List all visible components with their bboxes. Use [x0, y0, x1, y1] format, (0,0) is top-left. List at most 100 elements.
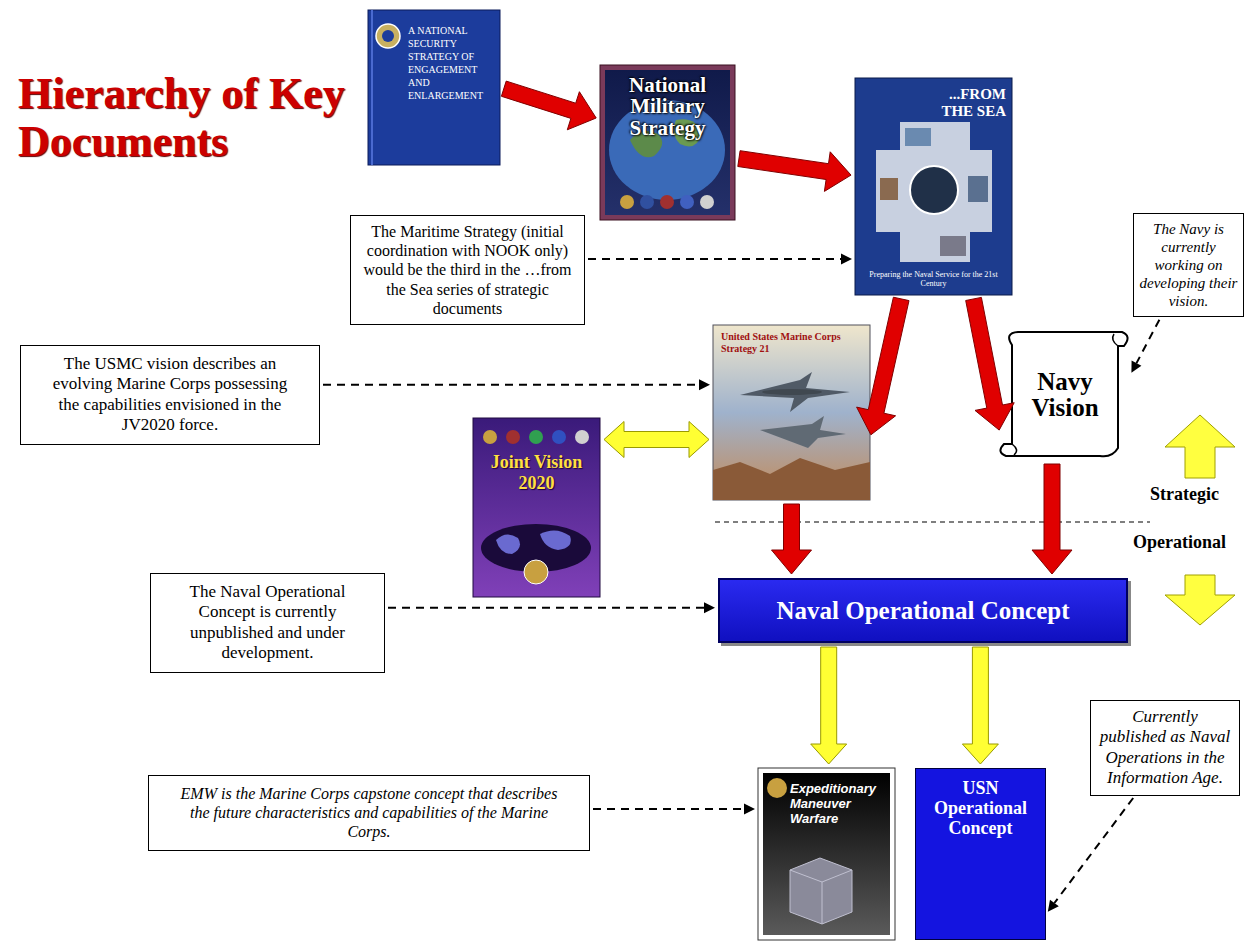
jv-cover: [473, 418, 600, 597]
dashed-line: [323, 384, 699, 386]
nss-seal-center: [382, 30, 394, 42]
document-cover: Expeditionary Maneuver Warfare: [758, 768, 895, 940]
down-arrow: [1165, 575, 1235, 625]
node-text: USN Operational Concept: [920, 779, 1041, 838]
usmc-terrain: [713, 458, 870, 500]
jv-seal: [524, 560, 548, 584]
flow-arrow: [857, 297, 909, 435]
nss-seal: [376, 24, 400, 48]
flow-arrow: [962, 647, 998, 764]
document-cover: Joint Vision 2020: [473, 418, 600, 597]
red-arrow: [1032, 464, 1072, 574]
nms-emblem: [660, 195, 674, 209]
aircraft: [740, 372, 850, 412]
node-text: Naval Operational Concept: [776, 597, 1069, 625]
yellow-arrow: [604, 422, 709, 458]
pointer-arrow: [1048, 798, 1133, 912]
usmc-cover: [713, 325, 870, 500]
aircraft: [760, 416, 846, 448]
flow-arrow: [966, 297, 1015, 430]
note-box: The Maritime Strategy (initial coordinat…: [350, 215, 585, 325]
nms-emblem: [620, 195, 634, 209]
level-divider: [715, 521, 1150, 522]
emw-emblem: [767, 778, 787, 798]
arrow-head: [704, 602, 715, 613]
node-text: Navy Vision: [1014, 369, 1116, 422]
emw-frame: [758, 768, 895, 940]
red-arrow: [501, 81, 596, 130]
flow-arrow: [1032, 464, 1072, 574]
emw-panel: [763, 773, 890, 935]
pointer-arrow: [1131, 320, 1159, 373]
flow-arrow: [738, 151, 851, 192]
arrow-head: [841, 254, 852, 265]
note-box: The USMC vision describes an evolving Ma…: [20, 345, 320, 445]
jv-emblem: [552, 430, 566, 444]
flow-arrow: [604, 422, 709, 458]
dashed-line: [388, 607, 704, 609]
jv-emblem: [529, 430, 543, 444]
pointer-arrow: [388, 602, 715, 613]
scroll-outline: [1000, 332, 1127, 456]
node-text: ...FROM THE SEA: [929, 86, 1006, 119]
flow-arrow: [772, 504, 812, 574]
fts-globe: [910, 166, 958, 214]
node-text: The USMC vision describes an evolving Ma…: [49, 354, 291, 436]
jv-emblem: [483, 430, 497, 444]
vision-scroll: Navy Vision: [1000, 330, 1130, 460]
document-cover: National Military Strategy: [600, 65, 735, 220]
arrow-head: [1048, 900, 1059, 912]
jv-land: [496, 534, 520, 554]
nms-emblem: [680, 195, 694, 209]
nms-panel: [605, 70, 730, 215]
node-text: Currently published as Naval Operations …: [1099, 707, 1231, 789]
nss-cover: [368, 10, 500, 165]
jv-emblem: [575, 430, 589, 444]
jv-emblem: [506, 430, 520, 444]
node-text: EMW is the Marine Corps capstone concept…: [169, 784, 569, 842]
arrow-head: [699, 379, 710, 390]
jv-land: [540, 530, 571, 550]
diagram-title: Hierarchy of Key Documents: [18, 70, 358, 167]
concept-box: Naval Operational Concept: [718, 578, 1128, 643]
fts-photo: [905, 128, 931, 146]
pointer-arrow: [593, 804, 755, 815]
arrow-head: [744, 804, 755, 815]
scroll-curl: [1012, 444, 1017, 455]
nms-frame: [600, 65, 735, 220]
flow-arrow: [501, 81, 596, 130]
fts-photo: [880, 178, 898, 200]
fts-collage: [876, 122, 992, 262]
node-text: National Military Strategy: [604, 75, 731, 139]
node-text: A NATIONAL SECURITY STRATEGY OF ENGAGEME…: [408, 24, 496, 102]
note-box: The Naval Operational Concept is current…: [150, 573, 385, 673]
node-text: Expeditionary Maneuver Warfare: [790, 782, 887, 827]
node-text: The Naval Operational Concept is current…: [163, 582, 372, 664]
document-cover: ...FROM THE SEA Preparing the Naval Servi…: [855, 78, 1012, 295]
rotor: [762, 389, 822, 395]
note-box: Currently published as Naval Operations …: [1090, 700, 1240, 796]
nms-emblem: [640, 195, 654, 209]
yellow-arrow: [811, 647, 847, 764]
up-arrow: [1165, 415, 1235, 478]
dashed-line: [1054, 798, 1133, 903]
emw-cube-edge: [790, 870, 852, 924]
node-text: Preparing the Naval Service for the 21st…: [861, 270, 1006, 289]
dashed-line: [593, 808, 744, 810]
fts-photo: [968, 176, 988, 202]
yellow-arrow: [962, 647, 998, 764]
document-cover: A NATIONAL SECURITY STRATEGY OF ENGAGEME…: [368, 10, 500, 165]
red-arrow: [857, 297, 909, 435]
red-arrow: [772, 504, 812, 574]
dashed-line: [588, 258, 841, 260]
red-arrow: [738, 151, 851, 192]
node-text: Joint Vision 2020: [477, 452, 596, 493]
node-text: The Navy is currently working on develop…: [1138, 220, 1239, 310]
arrow-head: [1131, 361, 1141, 373]
note-box: EMW is the Marine Corps capstone concept…: [148, 775, 590, 851]
dashed-line: [1137, 320, 1160, 363]
document-cover: United States Marine Corps Strategy 21: [713, 325, 870, 500]
fts-cover: [855, 78, 1012, 295]
scroll-curl: [1113, 334, 1118, 346]
